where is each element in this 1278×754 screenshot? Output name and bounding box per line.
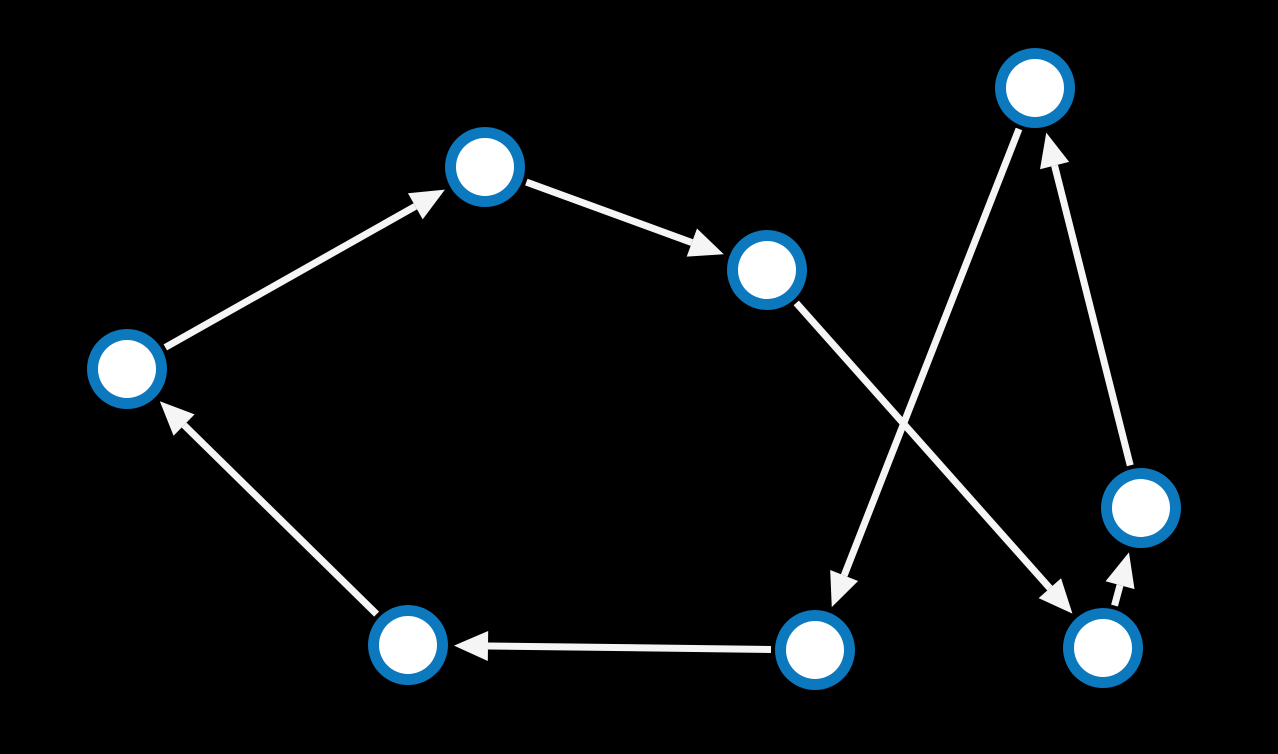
- edge-bottom-left-to-left-arrowhead-icon: [159, 401, 195, 436]
- node-upper-left[interactable]: [445, 127, 525, 207]
- node-layer: [87, 48, 1181, 690]
- edge-bottom-right-to-right-arrowhead-icon: [1105, 552, 1135, 590]
- edge-left-to-upper-left-arrowhead-icon: [407, 189, 445, 220]
- edge-upper-middle-to-bottom-right: [793, 300, 1053, 591]
- node-upper-left-core: [456, 138, 514, 196]
- edge-upper-left-to-upper-middle-arrowhead-icon: [686, 228, 724, 257]
- edge-bottom-middle-to-bottom-left-arrowhead-icon: [454, 630, 489, 661]
- edge-top-right-to-bottom-middle: [840, 127, 1023, 577]
- node-top-right-core: [1006, 59, 1064, 117]
- edge-bottom-left-to-left: [181, 422, 380, 617]
- node-bottom-left[interactable]: [368, 605, 448, 685]
- edge-left-to-upper-left: [163, 203, 418, 351]
- node-upper-middle-core: [738, 241, 796, 299]
- node-left[interactable]: [87, 329, 167, 409]
- edge-right-to-top-right: [1051, 164, 1134, 467]
- edge-bottom-middle-to-bottom-left: [487, 642, 772, 653]
- node-right[interactable]: [1101, 468, 1181, 548]
- edge-bottom-right-to-right: [1111, 584, 1124, 607]
- edge-right-to-top-right-arrowhead-icon: [1040, 132, 1070, 170]
- node-bottom-middle[interactable]: [775, 610, 855, 690]
- edge-layer: [159, 127, 1135, 661]
- node-bottom-right-core: [1074, 619, 1132, 677]
- edge-top-right-to-bottom-middle-arrowhead-icon: [830, 570, 859, 608]
- edge-upper-left-to-upper-middle: [525, 178, 694, 246]
- node-upper-middle[interactable]: [727, 230, 807, 310]
- node-left-core: [98, 340, 156, 398]
- node-top-right[interactable]: [995, 48, 1075, 128]
- edge-upper-middle-to-bottom-right-arrowhead-icon: [1038, 578, 1073, 614]
- node-bottom-right[interactable]: [1063, 608, 1143, 688]
- node-right-core: [1112, 479, 1170, 537]
- node-bottom-middle-core: [786, 621, 844, 679]
- node-bottom-left-core: [379, 616, 437, 674]
